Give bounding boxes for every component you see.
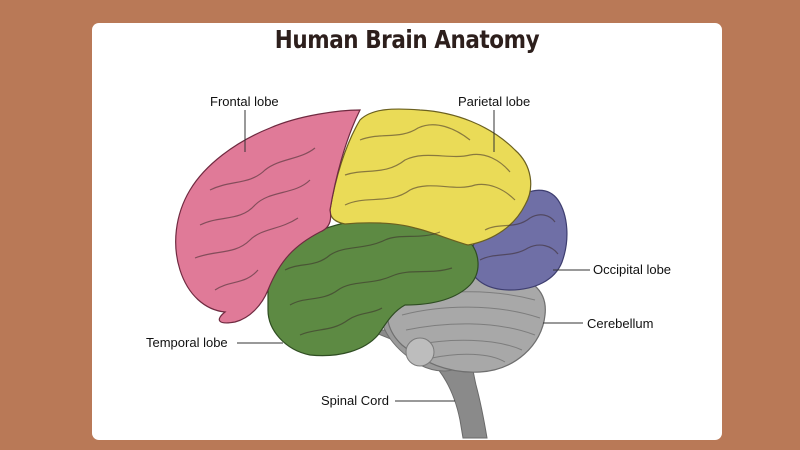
- diagram-title: Human Brain Anatomy: [274, 25, 540, 54]
- frontal-lobe-shape: [175, 109, 361, 324]
- occipital-lobe-label: Occipital lobe: [593, 262, 672, 277]
- leader-lines: [237, 110, 590, 402]
- parietal-lobe-shape: [329, 108, 532, 246]
- temporal-lobe-label: Temporal lobe: [146, 335, 228, 350]
- frontal-lobe-label: Frontal lobe: [210, 94, 279, 109]
- temporal-lobe-shape: [267, 211, 479, 357]
- brain-folds: [194, 124, 559, 336]
- pons-shape: [405, 337, 435, 367]
- spinal-cord-label: Spinal Cord: [321, 393, 389, 408]
- cerebellum-label: Cerebellum: [587, 316, 654, 331]
- parietal-lobe-label: Parietal lobe: [458, 94, 531, 109]
